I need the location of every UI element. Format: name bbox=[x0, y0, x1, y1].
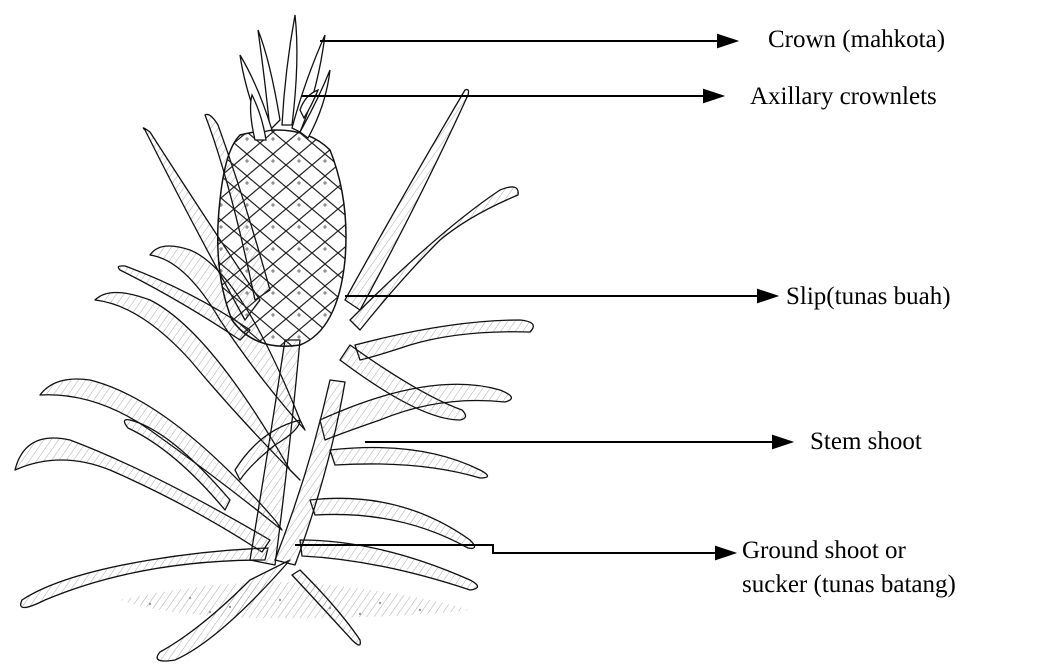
pineapple-fruit bbox=[218, 130, 346, 346]
label-crownlets-text: Axillary crownlets bbox=[750, 83, 937, 110]
label-stem-shoot: Stem shoot bbox=[810, 427, 922, 457]
label-crown: Crown (mahkota) bbox=[768, 25, 945, 55]
label-slip: Slip(tunas buah) bbox=[786, 282, 951, 312]
label-crown-text: Crown (mahkota) bbox=[768, 26, 945, 53]
soil bbox=[120, 582, 470, 618]
pointer-lines bbox=[295, 35, 791, 559]
stem-shoot-pointer bbox=[365, 436, 791, 448]
label-axillary-crownlets: Axillary crownlets bbox=[750, 82, 937, 112]
label-ground-shoot-line1: Ground shoot or bbox=[742, 536, 956, 566]
crown-pointer bbox=[320, 35, 736, 47]
pineapple-crown bbox=[240, 15, 330, 140]
crownlets-pointer bbox=[302, 90, 722, 102]
label-ground-shoot-line2: sucker (tunas batang) bbox=[742, 570, 956, 600]
label-slip-text: Slip(tunas buah) bbox=[786, 283, 951, 310]
label-ground-shoot: Ground shoot or sucker (tunas batang) bbox=[742, 536, 956, 600]
label-stem-shoot-text: Stem shoot bbox=[810, 428, 922, 455]
slip-pointer bbox=[345, 290, 776, 302]
